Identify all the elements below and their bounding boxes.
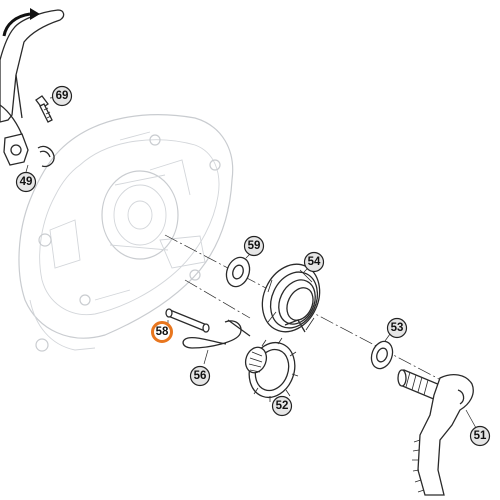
callout-label-53: 53 bbox=[391, 322, 404, 334]
callout-circle-69 bbox=[51, 85, 73, 107]
callout-label-49: 49 bbox=[20, 176, 33, 188]
callout-label-58: 58 bbox=[156, 326, 169, 338]
screw bbox=[35, 95, 53, 123]
callout-label-54: 54 bbox=[308, 256, 321, 268]
circlip bbox=[37, 145, 55, 168]
callout-circle-52 bbox=[271, 395, 293, 417]
callout-56: 56 bbox=[189, 365, 211, 387]
callout-circle-53 bbox=[386, 317, 408, 339]
wire-spring bbox=[182, 319, 251, 349]
kickstart-spring bbox=[261, 263, 321, 333]
callout-label-69: 69 bbox=[56, 90, 69, 102]
pin bbox=[165, 308, 210, 333]
callout-53: 53 bbox=[386, 317, 408, 339]
kickstart-shaft bbox=[397, 369, 474, 496]
washer bbox=[225, 256, 251, 288]
callout-49: 49 bbox=[15, 171, 37, 193]
callout-circle-51 bbox=[469, 425, 491, 447]
lever-clamp bbox=[3, 133, 29, 166]
callout-51: 51 bbox=[469, 425, 491, 447]
callout-circle-56 bbox=[189, 365, 211, 387]
callout-54: 54 bbox=[303, 251, 325, 273]
kickstart-lever bbox=[0, 9, 65, 143]
thrust-washer bbox=[370, 340, 394, 370]
callout-circle-49 bbox=[15, 171, 37, 193]
callout-69: 69 bbox=[51, 85, 73, 107]
callout-circle-59 bbox=[243, 235, 265, 257]
engine-case-ghost bbox=[18, 114, 234, 352]
callout-circle-58 bbox=[151, 321, 173, 343]
callout-52: 52 bbox=[271, 395, 293, 417]
callout-58: 58 bbox=[151, 321, 173, 343]
callout-label-51: 51 bbox=[474, 430, 487, 442]
callout-circle-54 bbox=[303, 251, 325, 273]
kickstart-gear bbox=[244, 337, 299, 402]
rotation-arrow-icon bbox=[2, 8, 40, 37]
callout-label-59: 59 bbox=[248, 240, 261, 252]
callout-label-56: 56 bbox=[194, 370, 207, 382]
callout-label-52: 52 bbox=[276, 400, 289, 412]
callout-59: 59 bbox=[243, 235, 265, 257]
